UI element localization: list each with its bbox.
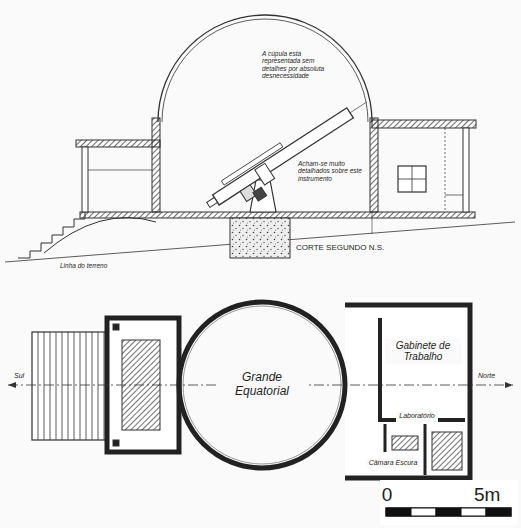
room-label: Câmara Escura: [366, 458, 421, 468]
section-title: CORTE SEGUNDO N.S.: [296, 243, 406, 252]
instrument-note: Acham-se muito detalhados sobre este ins…: [298, 160, 366, 182]
axis-end-label: Norte: [478, 372, 514, 380]
scale-number: 5m: [474, 484, 516, 506]
stairs: [18, 212, 85, 258]
window-transom: [398, 179, 426, 180]
foundation-line: [372, 212, 373, 234]
scale-number: 0: [380, 484, 394, 506]
ground-note: Linha do terreno: [60, 262, 140, 269]
window: [398, 166, 426, 192]
office-wall: [380, 318, 465, 420]
stair-tread: [62, 332, 63, 440]
room-label: Laboratório: [396, 411, 437, 421]
office-room: Gabinete de Trabalho: [385, 328, 461, 374]
stair-tread: [104, 332, 105, 440]
porch-roof: [76, 140, 160, 147]
partition-wall: [424, 424, 427, 475]
stair-tread: [86, 332, 87, 440]
partition-wall: [384, 424, 387, 452]
annex-roof: [372, 120, 476, 128]
stair-tread: [74, 332, 75, 440]
dome-outer: [158, 15, 372, 122]
scale-segment: [436, 508, 461, 516]
annex-rail: [445, 195, 463, 196]
stair-tread: [92, 332, 93, 440]
scale-segment: [386, 508, 411, 516]
stair-tread: [38, 332, 39, 440]
telescope-pier-foundation: [230, 218, 290, 258]
stair-tread: [44, 332, 45, 440]
laboratory-room: Laboratório: [386, 410, 448, 423]
pillar: [113, 440, 119, 446]
stair-tread: [80, 332, 81, 440]
pillar: [113, 324, 119, 330]
plan-view: [8, 305, 513, 478]
hatched-block: [432, 432, 462, 470]
scale-segment: [411, 508, 436, 516]
stair-tread: [98, 332, 99, 440]
darkroom: Câmara Escura: [362, 455, 424, 471]
observation-hall: Grande Equatorial: [175, 298, 349, 472]
dome-wall: [152, 118, 160, 212]
floor-slab: [80, 212, 475, 218]
axis-end-label: Sul: [14, 372, 44, 380]
porch-column: [82, 147, 88, 212]
annex-face: [445, 128, 446, 212]
dome-wall: [370, 118, 378, 212]
hatched-block: [392, 436, 418, 450]
stair-arch: [44, 218, 156, 253]
stair-tread: [50, 332, 51, 440]
room-label: Gabinete de Trabalho: [385, 339, 461, 364]
section-view: [5, 15, 515, 262]
refractor-telescope: [201, 91, 380, 225]
scale-bar: [380, 480, 518, 525]
stair-tread: [68, 332, 69, 440]
stair-tread: [56, 332, 57, 440]
scale-segment: [486, 508, 511, 516]
porch-rail: [88, 170, 152, 171]
annex-column: [463, 128, 469, 212]
scale-segment: [461, 508, 486, 516]
room-label: Grande Equatorial: [217, 370, 307, 400]
dome-note: A cúpula está representada sem detalhes …: [262, 50, 338, 80]
stairs-plan: [32, 332, 106, 440]
annex-walls: [345, 305, 470, 478]
dome-inner: [162, 19, 368, 122]
